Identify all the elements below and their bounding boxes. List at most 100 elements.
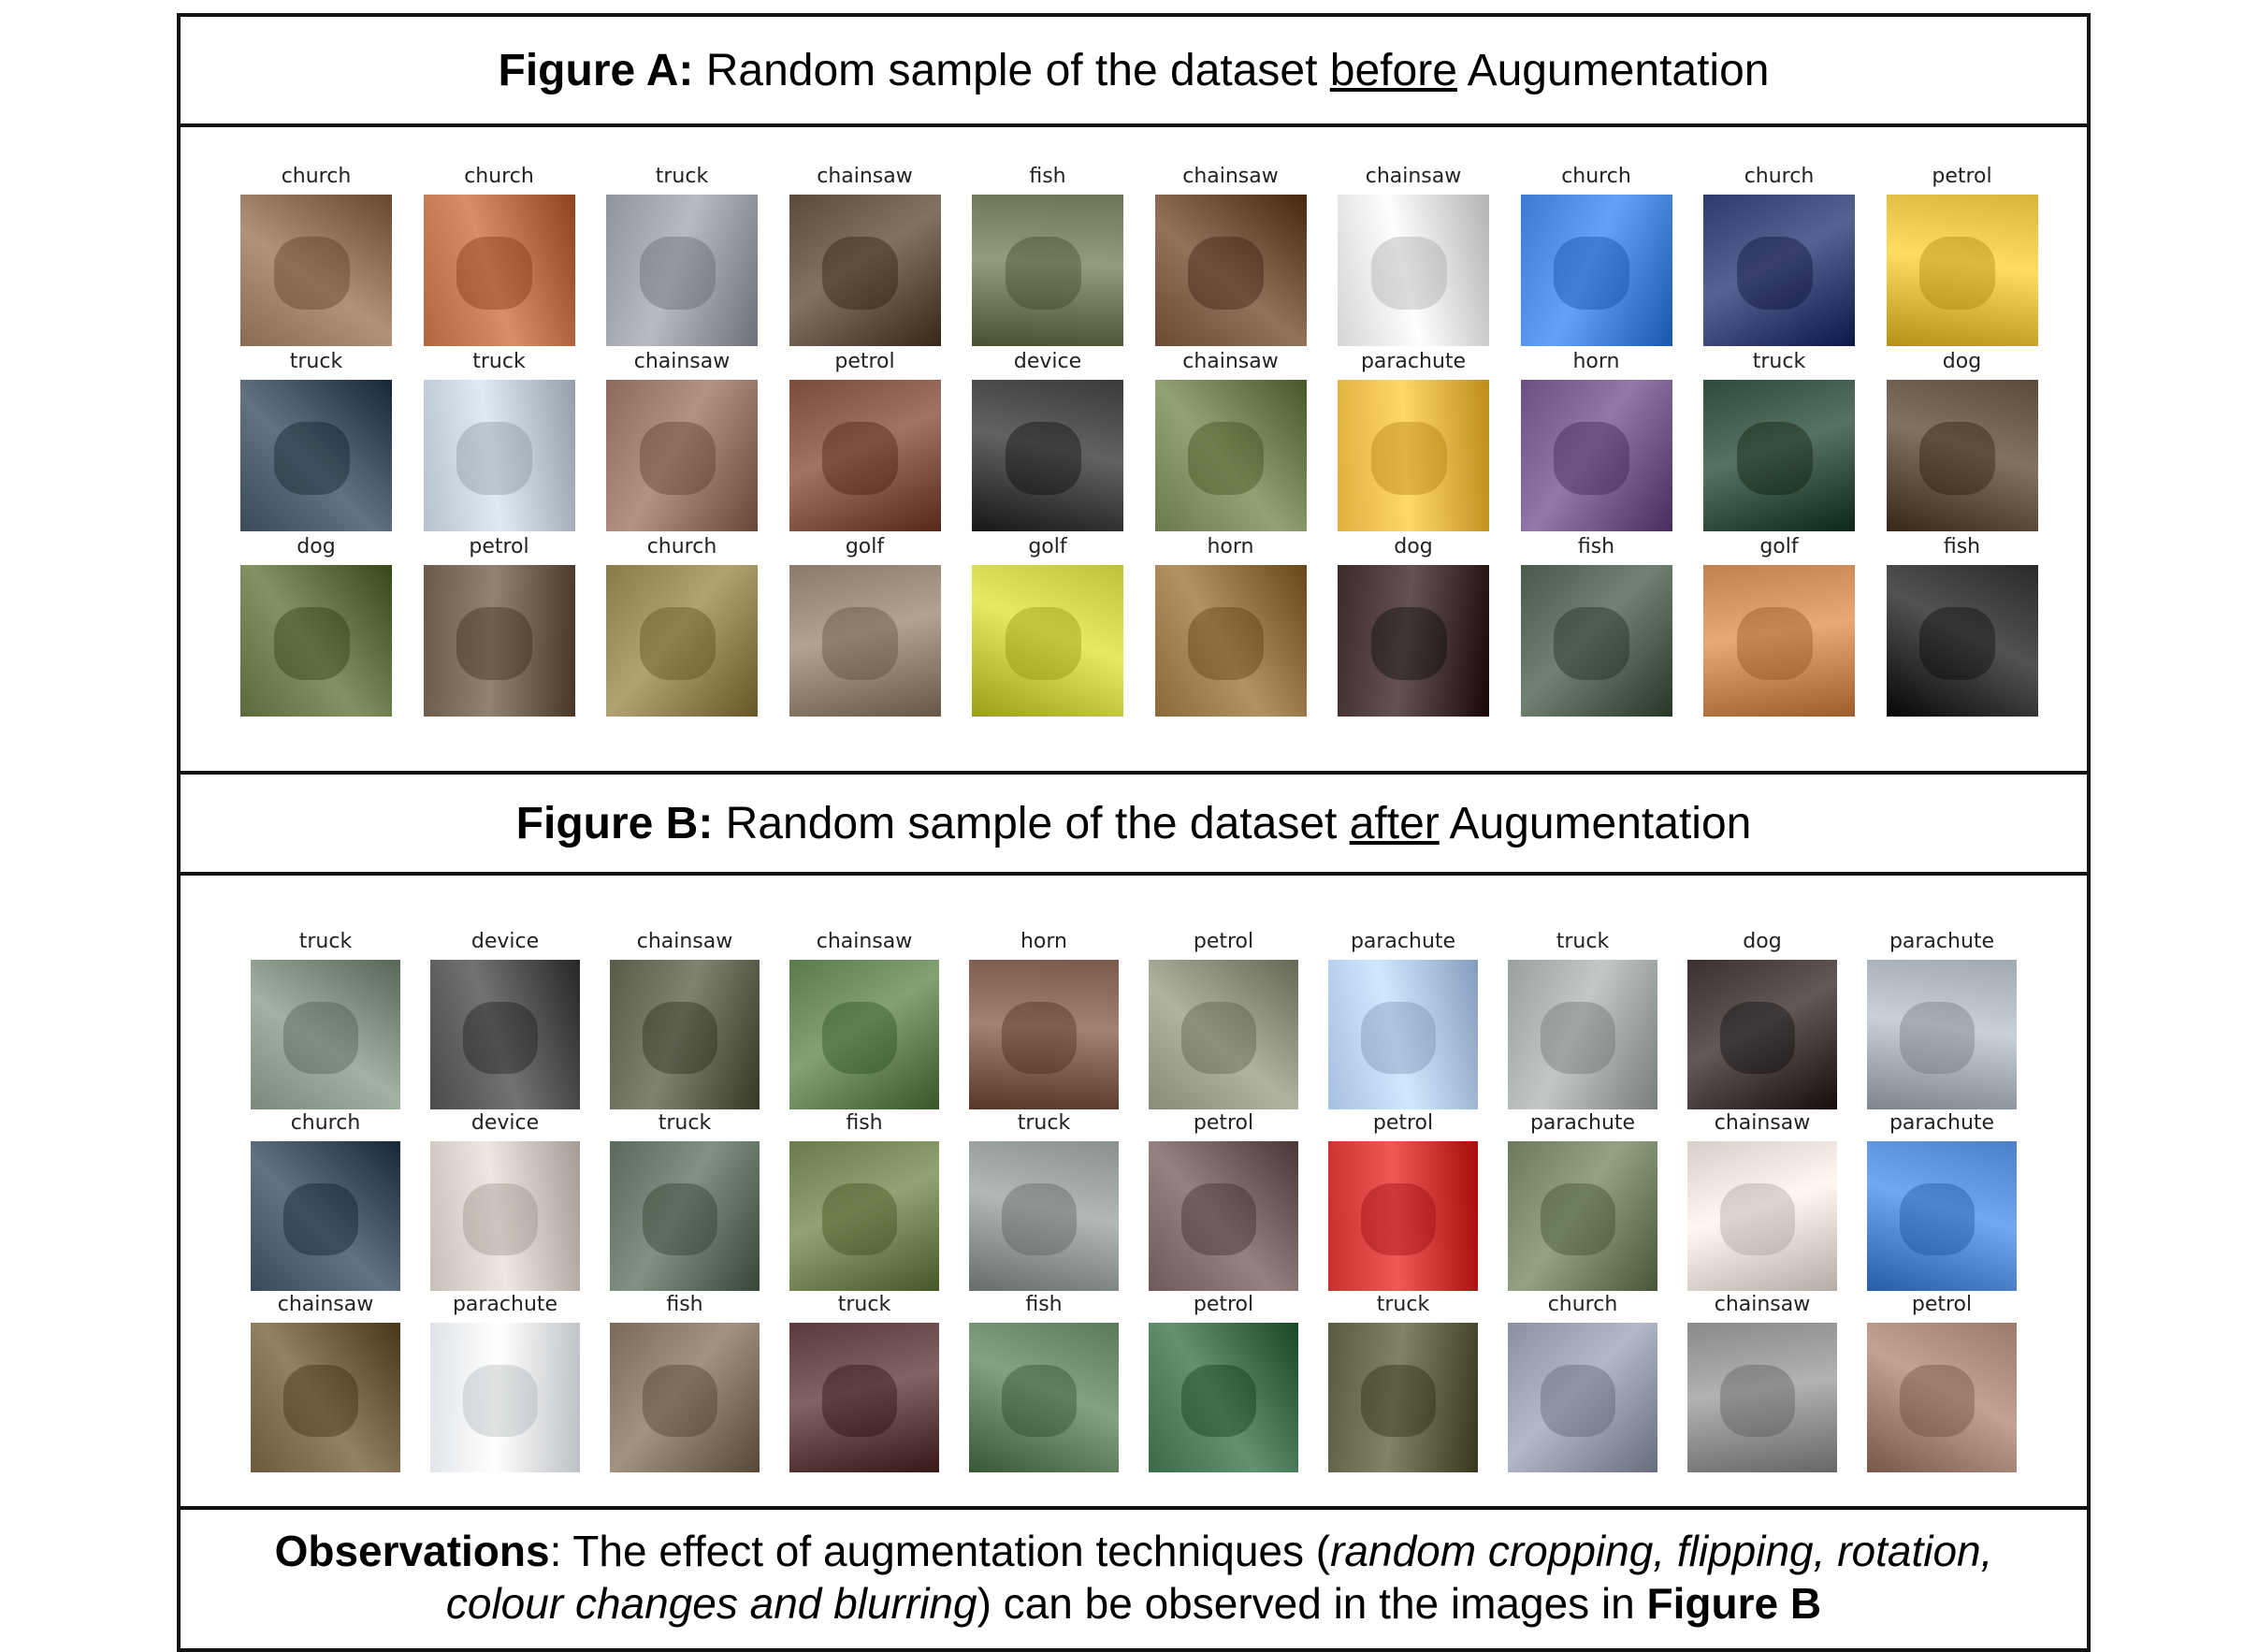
thumbnail-image [610,1323,760,1472]
thumbnail-image [240,195,392,346]
thumbnail-cell: horn [969,928,1119,1109]
thumbnail-label: dog [1743,930,1782,953]
thumbnail-label: truck [1556,930,1610,953]
thumbnail-label: truck [472,350,526,373]
figure-a-title: Figure A: Random sample of the dataset b… [498,45,1770,95]
thumbnail-cell: parachute [1508,1109,1657,1291]
thumbnail-image [1687,960,1837,1109]
thumbnail-image [423,380,575,531]
thumbnail-cell: church [606,533,758,717]
thumbnail-label: device [470,1111,540,1135]
thumbnail-label: petrol [1193,1111,1254,1135]
thumbnail-image [1149,1141,1298,1291]
thumbnail-image [1154,380,1307,531]
thumbnail-cell: church [1508,1291,1657,1472]
thumbnail-image [972,565,1123,717]
thumbnail-label: church [1561,165,1631,188]
thumbnail-label: fish [1943,535,1981,558]
thumbnail-cell: petrol [1149,1109,1298,1291]
thumbnail-image [1886,380,2038,531]
thumbnail-cell: parachute [1867,1109,2017,1291]
thumbnail-label: fish [846,1111,883,1135]
figure-a-underlined-word: before [1329,45,1457,95]
thumbnail-image [969,1323,1119,1472]
thumbnail-image [251,960,400,1109]
thumbnail-label: chainsaw [1714,1293,1811,1316]
thumbnail-image [240,380,392,531]
thumbnail-label: fish [1029,165,1066,188]
thumbnail-image [1867,1323,2017,1472]
thumbnail-label: fish [666,1293,703,1316]
thumbnail-cell: chainsaw [1154,348,1307,531]
thumbnail-image [789,1141,939,1291]
thumbnail-image [1508,1141,1657,1291]
thumbnail-cell: petrol [1328,1109,1478,1291]
thumbnail-label: parachute [1529,1111,1636,1135]
thumbnail-image [1154,565,1307,717]
thumbnail-cell: truck [251,928,400,1109]
thumbnail-cell: petrol [1867,1291,2017,1472]
thumbnail-cell: device [430,1109,580,1291]
thumbnail-cell: petrol [789,348,941,531]
thumbnail-label: petrol [1193,930,1254,953]
thumbnail-label: chainsaw [1182,350,1279,373]
thumbnail-image [1520,195,1672,346]
thumbnail-image [1687,1323,1837,1472]
thumbnail-label: golf [1028,535,1067,558]
thumbnail-image [972,380,1123,531]
thumbnail-cell: truck [789,1291,939,1472]
thumbnail-cell: parachute [1867,928,2017,1109]
thumbnail-cell: chainsaw [606,348,758,531]
thumbnail-label: horn [1020,930,1067,953]
thumbnail-cell: chainsaw [1154,163,1307,346]
observations-text: Observations: The effect of augmentation… [274,1527,1993,1628]
thumbnail-cell: dog [1338,533,1489,717]
thumbnail-cell: church [251,1109,400,1291]
thumbnail-cell: chainsaw [789,928,939,1109]
thumbnail-cell: chainsaw [1687,1109,1837,1291]
thumbnail-cell: chainsaw [1687,1291,1837,1472]
thumbnail-image [1520,380,1672,531]
thumbnail-image [1703,195,1855,346]
thumbnail-label: horn [1572,350,1620,373]
thumbnail-label: truck [289,350,343,373]
thumbnail-label: truck [655,165,709,188]
thumbnail-image [610,960,760,1109]
thumbnail-cell: dog [1687,928,1837,1109]
thumbnail-cell: petrol [1149,1291,1298,1472]
thumbnail-cell: golf [1703,533,1855,717]
thumbnail-label: petrol [1911,1293,1973,1316]
thumbnail-image [430,1323,580,1472]
thumbnail-cell: truck [606,163,758,346]
figure-b-title: Figure B: Random sample of the dataset a… [515,798,1752,848]
thumbnail-image [430,1141,580,1291]
thumbnail-image [969,960,1119,1109]
thumbnail-image [1687,1141,1837,1291]
thumbnail-cell: parachute [1328,928,1478,1109]
thumbnail-label: petrol [834,350,895,373]
thumbnail-image [423,195,575,346]
thumbnail-cell: fish [1520,533,1672,717]
divider [181,872,2087,876]
figure-b-label: Figure B: [515,798,714,848]
thumbnail-cell: device [430,928,580,1109]
thumbnail-image [1703,565,1855,717]
thumbnail-image [1886,565,2038,717]
thumbnail-image [1520,565,1672,717]
divider [181,123,2087,127]
thumbnail-image [1886,195,2038,346]
thumbnail-cell: device [972,348,1123,531]
thumbnail-cell: fish [1886,533,2038,717]
thumbnail-cell: golf [789,533,941,717]
thumbnail-image [1328,1323,1478,1472]
thumbnail-cell: church [423,163,575,346]
figure-b-underlined-word: after [1349,798,1440,848]
thumbnail-image [1338,195,1489,346]
thumbnail-cell: church [1520,163,1672,346]
thumbnail-image [1149,1323,1298,1472]
thumbnail-label: horn [1207,535,1254,558]
thumbnail-cell: parachute [1338,348,1489,531]
thumbnail-image [972,195,1123,346]
thumbnail-label: truck [1752,350,1806,373]
